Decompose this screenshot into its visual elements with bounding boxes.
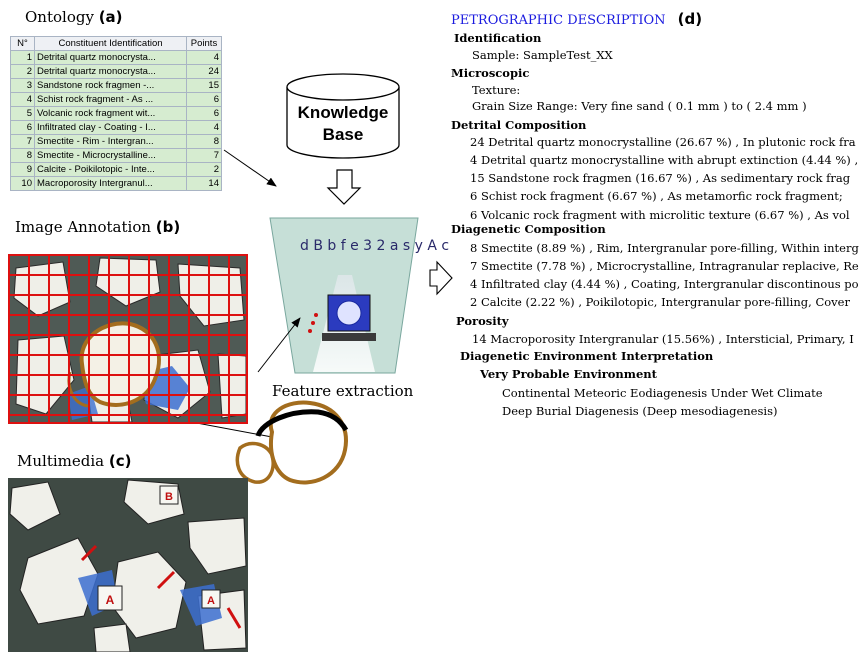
row-constituent: Sandstone rock fragmen -... — [34, 78, 187, 93]
row-points: 8 — [186, 134, 222, 149]
annotation-letter: (b) — [155, 218, 181, 236]
annotated-micrograph[interactable] — [8, 254, 248, 424]
annotation-title-text: Image Annotation — [15, 218, 152, 236]
diagenetic-item: 7 Smectite (7.78 %) , Microcrystalline, … — [470, 259, 859, 273]
multimedia-letter: (c) — [108, 452, 132, 470]
engine-right-arrow — [429, 260, 453, 296]
description-title-text: PETROGRAPHIC DESCRIPTION — [451, 13, 666, 28]
porosity-heading: Porosity — [456, 314, 509, 328]
multimedia-title-text: Multimedia — [17, 452, 105, 470]
engine-letters: d B b f e 3 2 a s y A c — [300, 238, 449, 254]
microscopic-heading: Microscopic — [451, 66, 530, 80]
feature-extraction-label: Feature extraction — [272, 382, 414, 400]
environment-item: Deep Burial Diagenesis (Deep mesodiagene… — [502, 404, 778, 418]
multimedia-title: Multimedia (c) — [17, 452, 131, 470]
environment-item: Continental Meteoric Eodiagenesis Under … — [502, 386, 823, 400]
texture-line: Texture: — [472, 83, 521, 97]
very-probable-heading: Very Probable Environment — [480, 367, 657, 381]
row-points: 15 — [186, 78, 222, 93]
grain-particles — [9, 479, 247, 652]
detrital-item: 4 Detrital quartz monocrystalline with a… — [470, 153, 859, 167]
label-b: B — [165, 491, 173, 503]
row-points: 24 — [186, 64, 222, 79]
label-box-b[interactable]: B — [159, 485, 179, 505]
diagenetic-item: 2 Calcite (2.22 %) , Poikilotopic, Inter… — [470, 295, 850, 309]
description-letter: (d) — [677, 10, 703, 28]
label-a1: A — [106, 593, 115, 607]
row-number: 7 — [10, 134, 35, 149]
red-arrows — [80, 544, 242, 629]
detrital-heading: Detrital Composition — [451, 118, 587, 132]
label-a2: A — [207, 595, 215, 607]
multimedia-micrograph[interactable]: A B A — [8, 478, 248, 652]
detrital-item: 15 Sandstone rock fragmen (16.67 %) , As… — [470, 171, 851, 185]
knowledge-base-cylinder: Knowledge Base — [286, 73, 400, 159]
extracted-outline — [235, 400, 349, 485]
row-constituent: Infiltrated clay - Coating - I... — [34, 120, 187, 135]
petrographic-description: PETROGRAPHIC DESCRIPTION (d) Identificat… — [448, 0, 862, 440]
annotation-title: Image Annotation (b) — [15, 218, 180, 236]
identification-heading: Identification — [454, 31, 542, 45]
row-number: 2 — [10, 64, 35, 79]
row-number: 6 — [10, 120, 35, 135]
feature-extraction-arrow — [257, 317, 301, 373]
row-points: 14 — [186, 176, 222, 191]
ontology-letter: (a) — [98, 8, 123, 26]
environment-heading: Diagenetic Environment Interpretation — [460, 349, 714, 363]
diagenetic-heading: Diagenetic Composition — [451, 222, 606, 236]
kb-line1: Knowledge — [298, 103, 389, 122]
row-constituent: Volcanic rock fragment wit... — [34, 106, 187, 121]
row-points: 6 — [186, 92, 222, 107]
diagenetic-item: 8 Smectite (8.89 %) , Rim, Intergranular… — [470, 241, 859, 255]
kb-down-arrow — [326, 169, 362, 205]
label-box-a1[interactable]: A — [97, 585, 123, 611]
row-constituent: Macroporosity Intergranul... — [34, 176, 187, 191]
ontology-title: Ontology (a) — [25, 8, 123, 26]
ontology-title-text: Ontology — [25, 8, 94, 26]
detrital-item: 6 Schist rock fragment (6.67 %) , As met… — [470, 189, 843, 203]
sample-line: Sample: SampleTest_XX — [472, 48, 613, 62]
grain-size-line: Grain Size Range: Very fine sand ( 0.1 m… — [472, 99, 807, 113]
detrital-item: 24 Detrital quartz monocrystalline (26.6… — [470, 135, 856, 149]
annotation-grid — [8, 254, 248, 424]
description-title: PETROGRAPHIC DESCRIPTION (d) — [451, 12, 702, 28]
row-number: 1 — [10, 50, 35, 65]
table-to-engine-arrow — [223, 149, 277, 187]
row-number: 10 — [10, 176, 35, 191]
label-box-a2[interactable]: A — [201, 589, 221, 609]
kb-line2: Base — [323, 125, 364, 144]
row-number: 3 — [10, 78, 35, 93]
porosity-item: 14 Macroporosity Intergranular (15.56%) … — [472, 332, 854, 346]
row-constituent: Schist rock fragment - As ... — [34, 92, 187, 107]
diagenetic-item: 4 Infiltrated clay (4.44 %) , Coating, I… — [470, 277, 859, 291]
inference-engine: d B b f e 3 2 a s y A c — [269, 217, 449, 374]
detrital-item: 6 Volcanic rock fragment with microlitic… — [470, 208, 850, 222]
col-header-points[interactable]: Points — [186, 36, 222, 51]
row-points: 4 — [186, 50, 222, 65]
